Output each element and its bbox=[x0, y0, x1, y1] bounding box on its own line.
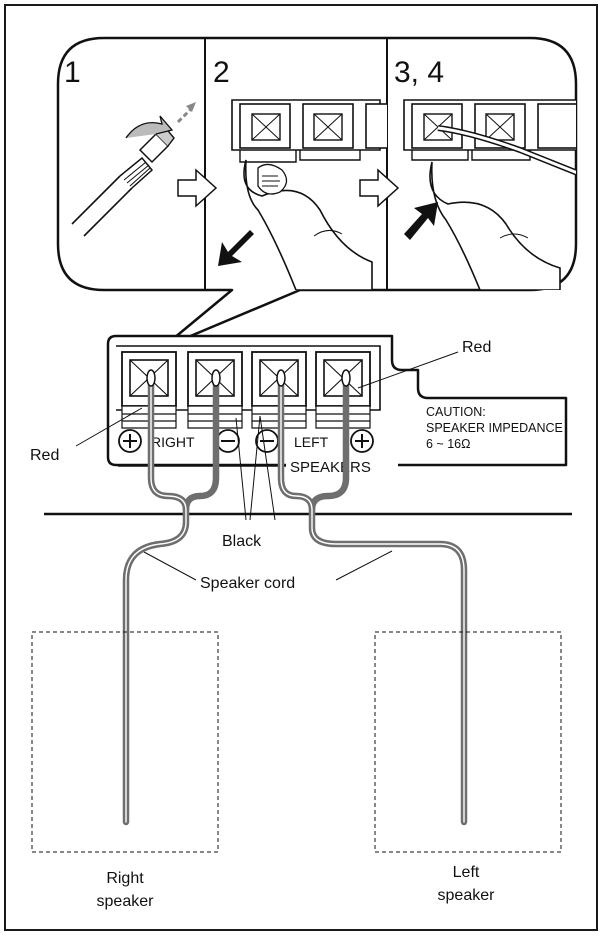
black-label: Black bbox=[222, 533, 262, 550]
right-speaker-cord bbox=[122, 374, 220, 826]
twist-arrow-icon bbox=[125, 115, 174, 139]
right-channel-label: RIGHT bbox=[151, 434, 195, 450]
release-up-arrow-icon bbox=[404, 202, 438, 240]
left-speaker-label-line2: speaker bbox=[438, 887, 496, 904]
step-3-4-illustration bbox=[403, 99, 576, 290]
left-channel-label: LEFT bbox=[294, 434, 329, 450]
speaker-terminal-panel: RIGHT LEFT SPEAKERS CAUTION: SPEAKER IMP… bbox=[106, 334, 568, 476]
step-2-number: 2 bbox=[213, 56, 230, 89]
next-arrow-icon bbox=[359, 168, 400, 208]
press-down-arrow-icon bbox=[218, 230, 254, 266]
finger-icon bbox=[429, 161, 561, 290]
minus-icon bbox=[255, 429, 279, 453]
red-label-left-channel: Red bbox=[462, 339, 491, 356]
step-2-illustration bbox=[218, 99, 387, 290]
right-speaker-outline bbox=[31, 631, 219, 853]
step-1-number: 1 bbox=[64, 56, 81, 89]
caution-impedance-range: 6 ~ 16Ω bbox=[426, 437, 470, 451]
caution-impedance: SPEAKER IMPEDANCE bbox=[426, 421, 563, 435]
diagram-frame bbox=[4, 4, 598, 931]
callouts: Red Red Black Speaker cord bbox=[30, 339, 491, 592]
left-speaker-cord bbox=[277, 374, 468, 826]
speakers-label: SPEAKERS bbox=[290, 459, 371, 476]
plus-icon bbox=[118, 429, 142, 453]
speaker-cord-label: Speaker cord bbox=[200, 575, 295, 592]
next-arrow-icon bbox=[177, 168, 218, 208]
left-speaker-label-line1: Left bbox=[453, 864, 480, 881]
step-3-4-number: 3, 4 bbox=[394, 56, 444, 89]
minus-icon bbox=[216, 429, 240, 453]
right-speaker-label-line1: Right bbox=[106, 870, 144, 887]
step-1-illustration bbox=[71, 102, 196, 237]
plus-icon bbox=[350, 429, 374, 453]
pull-arrow-icon bbox=[176, 106, 194, 124]
caution-heading: CAUTION: bbox=[426, 405, 486, 419]
instruction-panel: 1 2 3, 4 bbox=[56, 36, 578, 350]
left-speaker-outline bbox=[374, 631, 562, 853]
red-label-right-channel: Red bbox=[30, 447, 59, 464]
right-speaker-label-line2: speaker bbox=[97, 893, 155, 910]
